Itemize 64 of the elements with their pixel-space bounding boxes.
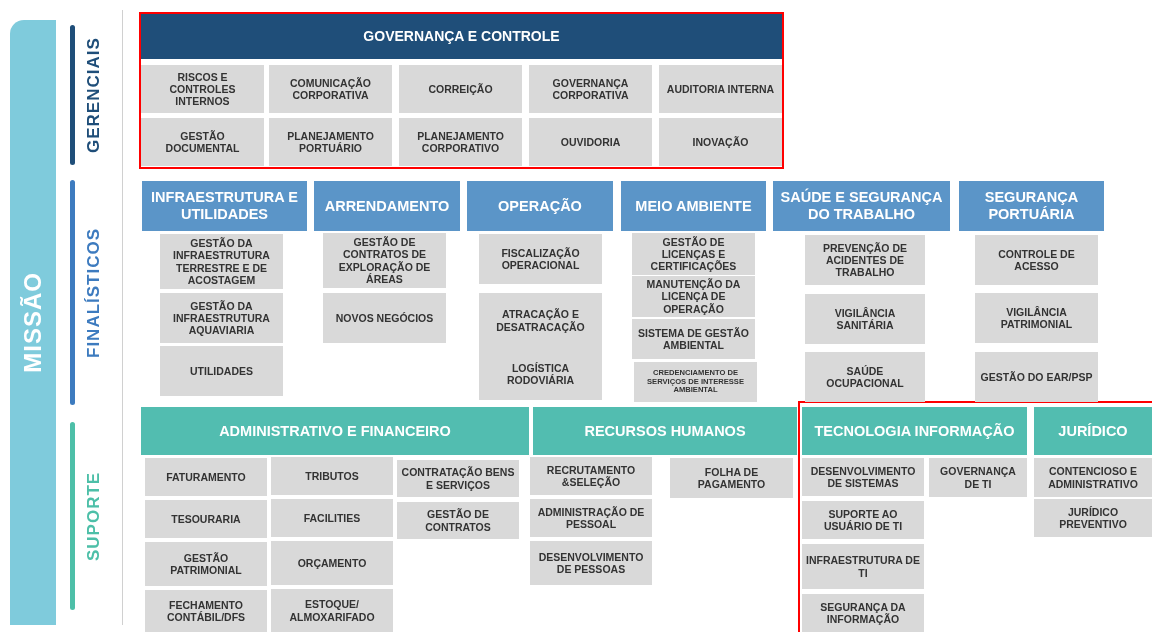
process-box: OUVIDORIA	[529, 118, 652, 166]
group-header: INFRAESTRUTURA E UTILIDADES	[142, 181, 307, 231]
process-box: MANUTENÇÃO DA LICENÇA DE OPERAÇÃO	[632, 276, 755, 317]
process-box: INFRAESTRUTURA DE TI	[802, 544, 924, 589]
process-box: GESTÃO DE CONTRATOS	[397, 502, 519, 539]
group-header: ARRENDAMENTO	[314, 181, 460, 231]
process-box: PLANEJAMENTO CORPORATIVO	[399, 118, 522, 166]
process-box: GESTÃO DA INFRAESTRUTURA TERRESTRE E DE ACOSTAGEM	[160, 234, 283, 289]
section-label: GERENCIAIS	[84, 36, 104, 155]
process-box: DESENVOLVIMENTO DE PESSOAS	[530, 541, 652, 585]
process-box: SEGURANÇA DA INFORMAÇÃO	[802, 594, 924, 632]
group-header: TECNOLOGIA INFORMAÇÃO	[802, 407, 1027, 455]
process-box: INOVAÇÃO	[659, 118, 782, 166]
process-box: GOVERNANÇA DE TI	[929, 458, 1027, 497]
process-box: RECRUTAMENTO &SELEÇÃO	[530, 457, 652, 495]
process-box: JURÍDICO PREVENTIVO	[1034, 499, 1152, 537]
process-box: VIGILÂNCIA SANITÁRIA	[805, 294, 925, 344]
process-box: LOGÍSTICA RODOVIÁRIA	[479, 348, 602, 400]
process-box: RISCOS E CONTROLES INTERNOS	[141, 65, 264, 113]
process-box: CORREIÇÃO	[399, 65, 522, 113]
process-box: ADMINISTRAÇÃO DE PESSOAL	[530, 499, 652, 537]
process-box: CONTROLE DE ACESSO	[975, 235, 1098, 285]
process-box: PLANEJAMENTO PORTUÁRIO	[269, 118, 392, 166]
process-box: SUPORTE AO USUÁRIO DE TI	[802, 501, 924, 539]
process-box: GESTÃO DO EAR/PSP	[975, 352, 1098, 402]
process-box: AUDITORIA INTERNA	[659, 65, 782, 113]
process-box: NOVOS NEGÓCIOS	[323, 293, 446, 343]
process-box: FOLHA DE PAGAMENTO	[670, 458, 793, 498]
process-box: PREVENÇÃO DE ACIDENTES DE TRABALHO	[805, 235, 925, 285]
group-header: SEGURANÇA PORTUÁRIA	[959, 181, 1104, 231]
mission-band	[10, 20, 56, 625]
process-box: GESTÃO DOCUMENTAL	[141, 118, 264, 166]
band-title: MISSÃO	[19, 272, 47, 373]
group-header: OPERAÇÃO	[467, 181, 613, 231]
process-box: FATURAMENTO	[145, 458, 267, 496]
section-label: SUPORTE	[84, 470, 104, 563]
process-box: FACILITIES	[271, 499, 393, 537]
process-box: GESTÃO DA INFRAESTRUTURA AQUAVIARIA	[160, 293, 283, 343]
process-box: TESOURARIA	[145, 500, 267, 538]
group-header: SAÚDE E SEGURANÇA DO TRABALHO	[773, 181, 950, 231]
process-box: ATRACAÇÃO E DESATRACAÇÃO	[479, 293, 602, 348]
group-header: JURÍDICO	[1034, 407, 1152, 455]
process-box: SISTEMA DE GESTÃO AMBIENTAL	[632, 319, 755, 359]
process-box: COMUNICAÇÃO CORPORATIVA	[269, 65, 392, 113]
process-box: GESTÃO DE CONTRATOS DE EXPLORAÇÃO DE ÁREAS	[323, 233, 446, 288]
section-label: FINALÍSTICOS	[84, 226, 104, 360]
process-box: ORÇAMENTO	[271, 541, 393, 585]
process-box: SAÚDE OCUPACIONAL	[805, 352, 925, 402]
process-box: GOVERNANÇA CORPORATIVA	[529, 65, 652, 113]
process-box: UTILIDADES	[160, 346, 283, 396]
group-header: GOVERNANÇA E CONTROLE	[141, 14, 782, 59]
process-box: GESTÃO DE LICENÇAS E CERTIFICAÇÕES	[632, 233, 755, 275]
process-box: VIGILÂNCIA PATRIMONIAL	[975, 293, 1098, 343]
process-box: ESTOQUE/ ALMOXARIFADO	[271, 589, 393, 632]
process-box: GESTÃO PATRIMONIAL	[145, 542, 267, 586]
group-header: ADMINISTRATIVO E FINANCEIRO	[141, 407, 529, 455]
process-box: TRIBUTOS	[271, 457, 393, 495]
process-box: CONTENCIOSO E ADMINISTRATIVO	[1034, 458, 1152, 497]
process-box: CONTRATAÇÃO BENS E SERVIÇOS	[397, 460, 519, 497]
group-header: MEIO AMBIENTE	[621, 181, 766, 231]
process-box: FECHAMENTO CONTÁBIL/DFS	[145, 590, 267, 632]
group-header: RECURSOS HUMANOS	[533, 407, 797, 455]
process-box: DESENVOLVIMENTO DE SISTEMAS	[802, 458, 924, 496]
process-box: FISCALIZAÇÃO OPERACIONAL	[479, 234, 602, 284]
